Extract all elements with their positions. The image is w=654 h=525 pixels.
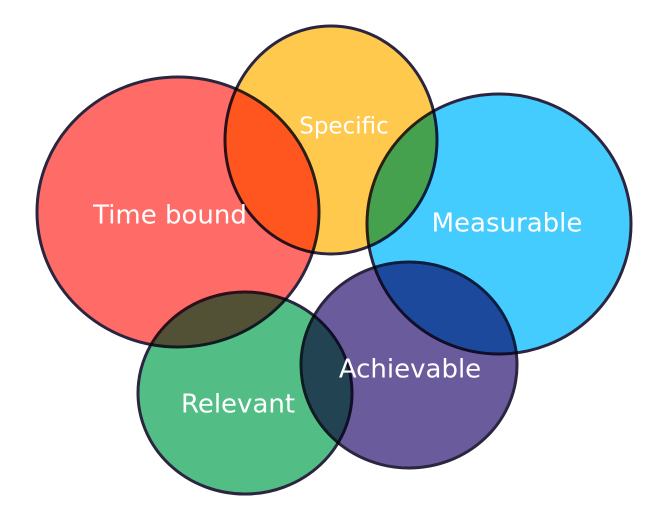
label-time-bound: Time bound <box>92 201 247 231</box>
circle-relevant <box>136 290 354 496</box>
label-specific: Specific <box>299 114 389 140</box>
label-relevant: Relevant <box>181 390 295 420</box>
label-achievable: Achievable <box>339 355 481 385</box>
label-measurable: Measurable <box>432 209 583 239</box>
